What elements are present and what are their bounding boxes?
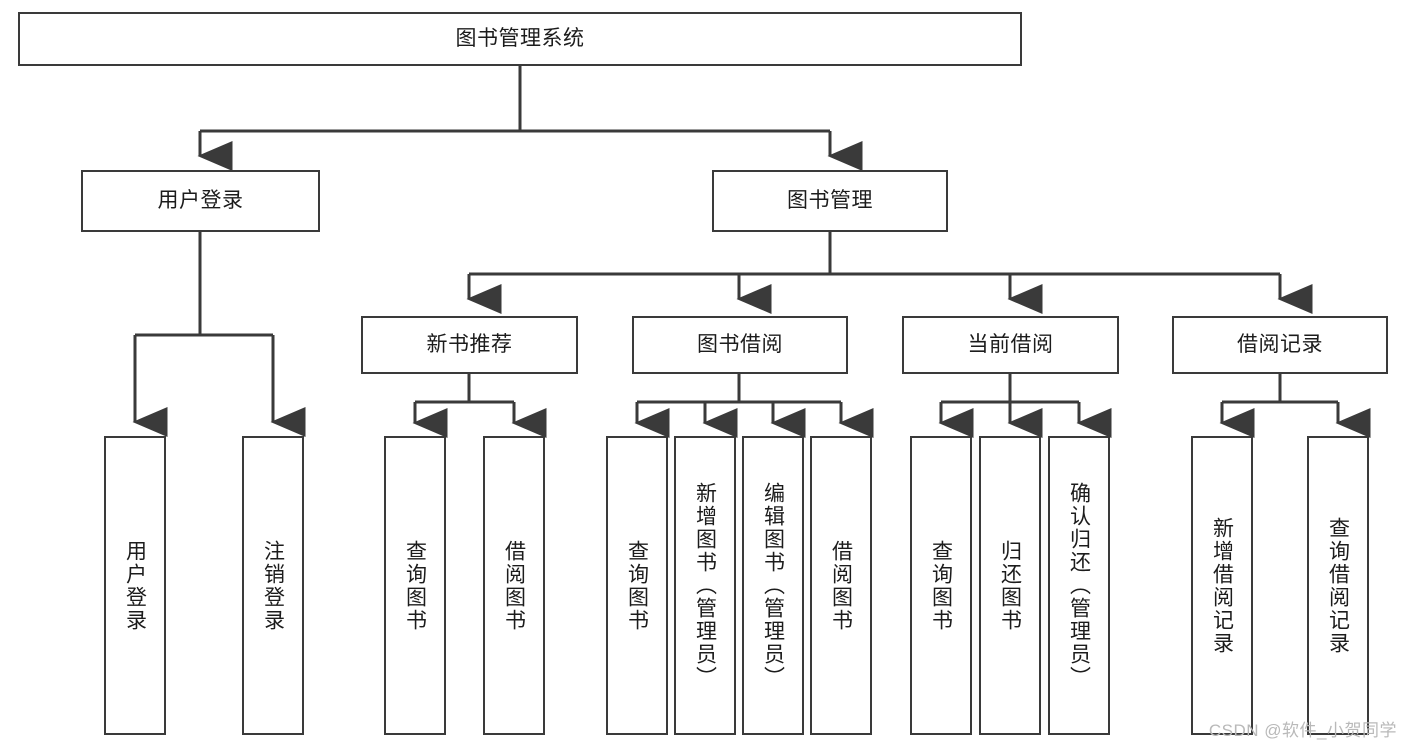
leaf-recommend-borrow-book-label: 借阅图书 — [502, 539, 526, 632]
node-new-book-recommend-label: 新书推荐 — [426, 332, 513, 356]
leaf-record-query[interactable]: 查询借阅记录 — [1307, 436, 1369, 735]
node-book-management[interactable]: 图书管理 — [712, 170, 948, 232]
leaf-user-login-label: 用户登录 — [123, 539, 147, 632]
node-user-login[interactable]: 用户登录 — [81, 170, 320, 232]
node-user-login-label: 用户登录 — [157, 188, 244, 212]
node-root[interactable]: 图书管理系统 — [18, 12, 1022, 66]
leaf-borrow-edit-book-label: 编辑图书（管理员） — [761, 482, 785, 689]
leaf-logout[interactable]: 注销登录 — [242, 436, 304, 735]
leaf-recommend-query-book-label: 查询图书 — [403, 539, 427, 632]
node-book-management-label: 图书管理 — [787, 188, 873, 212]
leaf-logout-label: 注销登录 — [261, 539, 285, 632]
node-book-borrow[interactable]: 图书借阅 — [632, 316, 848, 374]
leaf-borrow-query-book-label: 查询图书 — [625, 539, 649, 632]
leaf-borrow-add-book[interactable]: 新增图书（管理员） — [674, 436, 736, 735]
node-current-borrow[interactable]: 当前借阅 — [902, 316, 1119, 374]
leaf-record-add[interactable]: 新增借阅记录 — [1191, 436, 1253, 735]
node-book-borrow-label: 图书借阅 — [697, 332, 783, 356]
leaf-recommend-query-book[interactable]: 查询图书 — [384, 436, 446, 735]
leaf-borrow-query-book[interactable]: 查询图书 — [606, 436, 668, 735]
leaf-record-add-label: 新增借阅记录 — [1210, 516, 1234, 655]
leaf-current-return-book-label: 归还图书 — [998, 539, 1022, 632]
node-root-label: 图书管理系统 — [455, 26, 585, 50]
node-borrow-record-label: 借阅记录 — [1237, 332, 1323, 356]
leaf-borrow-edit-book[interactable]: 编辑图书（管理员） — [742, 436, 804, 735]
leaf-borrow-borrow-book-label: 借阅图书 — [829, 539, 853, 632]
leaf-record-query-label: 查询借阅记录 — [1326, 516, 1350, 655]
node-borrow-record[interactable]: 借阅记录 — [1172, 316, 1388, 374]
leaf-borrow-borrow-book[interactable]: 借阅图书 — [810, 436, 872, 735]
leaf-current-query-book-label: 查询图书 — [929, 539, 953, 632]
leaf-current-query-book[interactable]: 查询图书 — [910, 436, 972, 735]
leaf-recommend-borrow-book[interactable]: 借阅图书 — [483, 436, 545, 735]
leaf-borrow-add-book-label: 新增图书（管理员） — [693, 482, 717, 689]
leaf-current-return-book[interactable]: 归还图书 — [979, 436, 1041, 735]
node-current-borrow-label: 当前借阅 — [967, 332, 1054, 356]
leaf-current-confirm-return-label: 确认归还（管理员） — [1067, 482, 1091, 689]
leaf-current-confirm-return[interactable]: 确认归还（管理员） — [1048, 436, 1110, 735]
node-new-book-recommend[interactable]: 新书推荐 — [361, 316, 578, 374]
leaf-user-login[interactable]: 用户登录 — [104, 436, 166, 735]
